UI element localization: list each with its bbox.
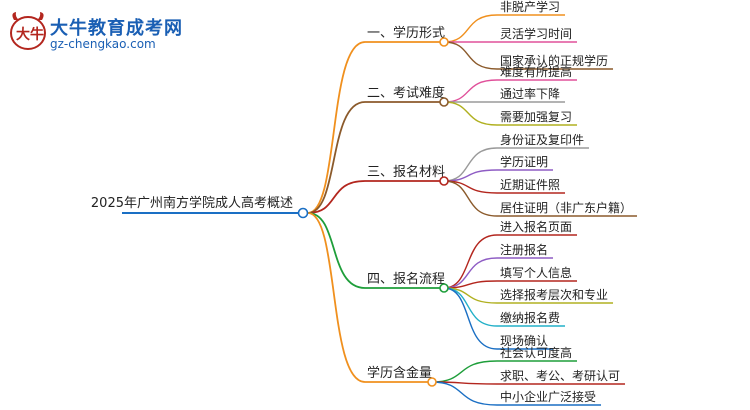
branch-label: 学历含金量: [367, 365, 432, 381]
leaf-label: 居住证明（非广东户籍）: [500, 200, 632, 215]
leaf-label: 学历证明: [500, 154, 548, 169]
leaf-label: 注册报名: [500, 242, 548, 257]
root-label: 2025年广州南方学院成人高考概述: [91, 195, 293, 211]
connector-root-branch: [307, 212, 366, 383]
leaf-label: 现场确认: [500, 334, 548, 348]
connector-branch-leaf: [443, 234, 498, 289]
branch-label: 一、学历形式: [367, 25, 445, 41]
site-name: 大牛教育成考网: [50, 18, 183, 39]
leaf-label: 社会认可度高: [500, 345, 572, 360]
leaf-label: 近期证件照: [500, 178, 560, 192]
leaf-label: 选择报考层次和专业: [500, 287, 608, 302]
leaf-label: 灵活学习时间: [500, 26, 572, 41]
leaf-label: 进入报名页面: [500, 219, 572, 234]
brand-logo: 大牛 大牛教育成考网 gz-chengkao.com: [8, 10, 198, 55]
branch-node: [439, 283, 449, 293]
bull-logo-icon: [10, 12, 46, 50]
connector-root-branch: [307, 212, 366, 289]
connector-branch-leaf: [431, 360, 498, 383]
connector-branch-leaf: [443, 101, 498, 126]
connector-branch-leaf: [443, 180, 498, 217]
leaf-label: 中小企业广泛接受: [500, 389, 596, 404]
branch-node: [439, 97, 449, 107]
connector-branch-leaf: [443, 79, 498, 103]
connector-branch-leaf: [443, 41, 498, 70]
connector-root-branch: [307, 180, 366, 214]
connector-root-branch: [307, 101, 366, 214]
leaf-label: 缴纳报名费: [500, 310, 560, 325]
root-node: [297, 207, 309, 219]
logo-mark-text: 大牛: [16, 27, 44, 43]
connector-branch-leaf: [431, 381, 498, 406]
leaf-label: 通过率下降: [500, 86, 560, 101]
connector-root-branch: [307, 41, 366, 214]
leaf-label: 需要加强复习: [500, 110, 572, 124]
branch-label: 三、报名材料: [367, 164, 445, 180]
connector-branch-leaf: [443, 147, 498, 182]
site-domain: gz-chengkao.com: [50, 37, 156, 51]
leaf-label: 身份证及复印件: [500, 132, 584, 147]
leaf-label: 非脱产学习: [500, 0, 560, 14]
leaf-label: 求职、考公、考研认可: [500, 369, 620, 383]
leaf-label: 难度有所提高: [500, 64, 572, 79]
connector-branch-leaf: [443, 287, 498, 327]
branch-label: 二、考试难度: [367, 85, 445, 101]
branch-node: [439, 37, 449, 47]
leaf-label: 填写个人信息: [500, 265, 572, 280]
connector-branch-leaf: [443, 14, 498, 43]
branch-label: 四、报名流程: [367, 271, 445, 287]
connector-branch-leaf: [443, 287, 498, 350]
leaf-label: 国家承认的正规学历: [500, 53, 608, 68]
branch-node: [439, 176, 449, 186]
branch-node: [427, 377, 437, 387]
